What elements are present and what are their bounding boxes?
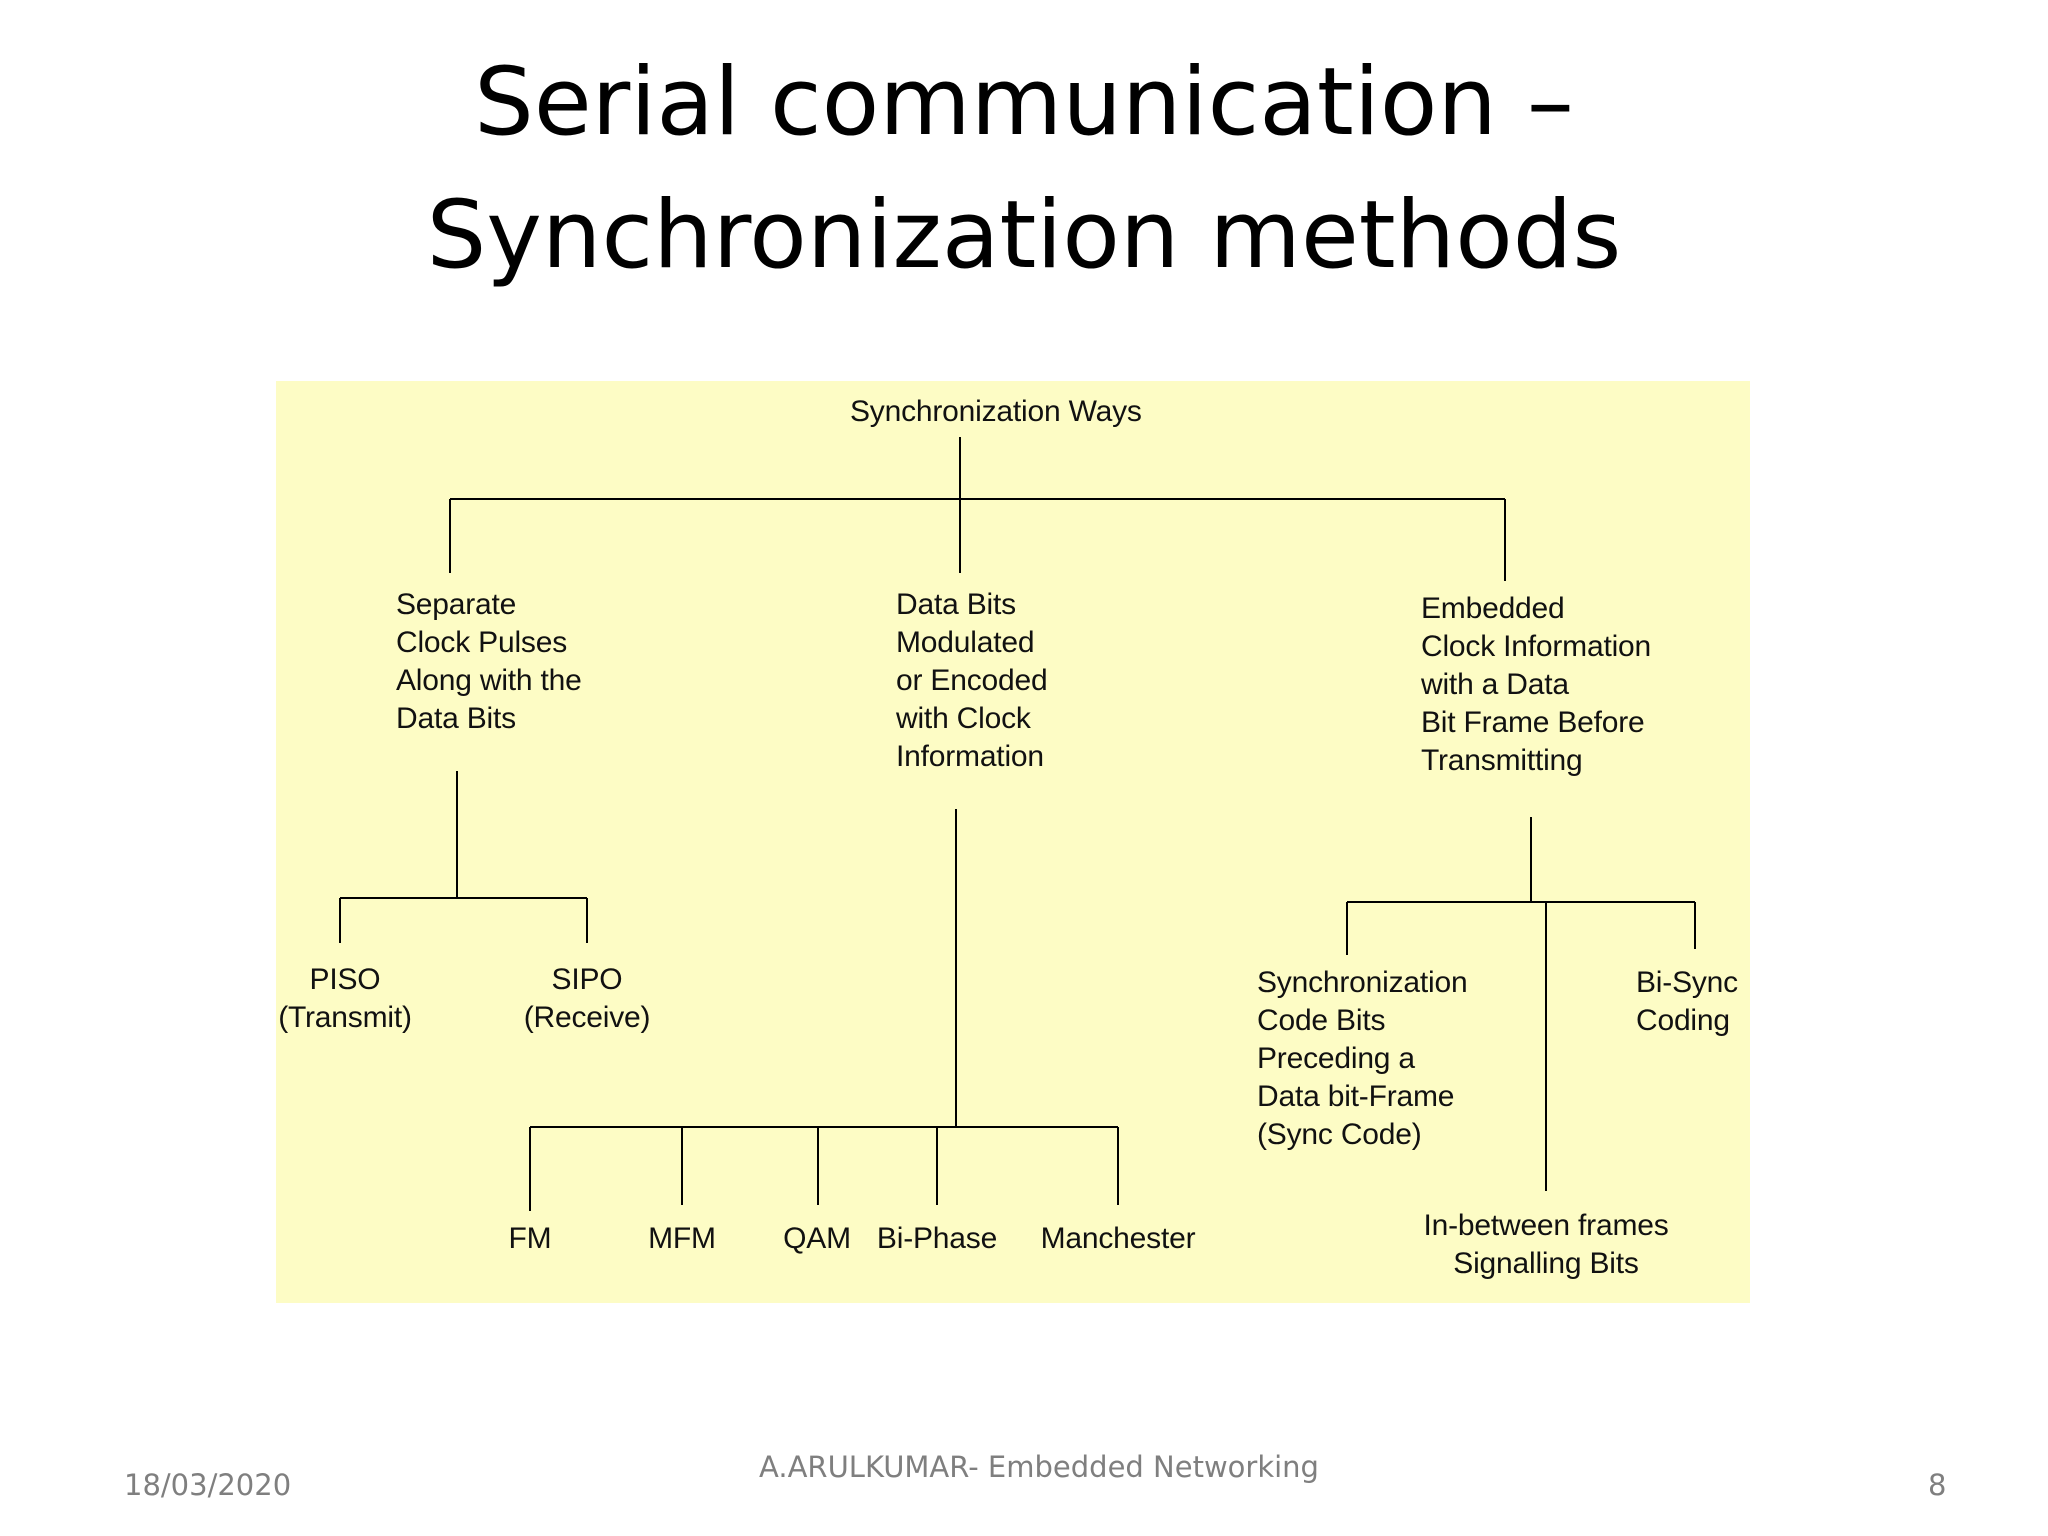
slide-title-line-1: Serial communication – — [474, 48, 1574, 157]
synchronization-tree-diagram: Synchronization Ways Separate Clock Puls… — [276, 381, 1750, 1303]
root-node-label: Synchronization Ways — [850, 395, 1142, 428]
sipo-label: SIPO (Receive) — [523, 963, 651, 1034]
footer-page-number: 8 — [1928, 1468, 1947, 1502]
slide-title: Serial communication – Synchronization m… — [0, 36, 2048, 302]
inbetween-frames-label: In-between frames Signalling Bits — [1423, 1209, 1669, 1280]
piso-label: PISO (Transmit) — [278, 963, 412, 1034]
slide-title-line-2: Synchronization methods — [426, 181, 1622, 290]
branch-modulated-label: Data Bits Modulated or Encoded with Cloc… — [896, 588, 1048, 773]
connector-lines — [339, 437, 1696, 1211]
footer-author: A.ARULKUMAR- Embedded Networking — [759, 1450, 1319, 1484]
sync-code-label: Synchronization Code Bits Preceding a Da… — [1257, 966, 1468, 1151]
qam-label: QAM — [783, 1222, 851, 1255]
footer-date: 18/03/2020 — [124, 1468, 292, 1502]
branch-embedded-clock-label: Embedded Clock Information with a Data B… — [1421, 592, 1652, 777]
biphase-label: Bi-Phase — [876, 1222, 998, 1255]
mfm-label: MFM — [648, 1222, 716, 1255]
branch-separate-clock-label: Separate Clock Pulses Along with the Dat… — [396, 588, 582, 735]
fm-label: FM — [508, 1222, 552, 1255]
bisync-label: Bi-Sync Coding — [1636, 966, 1738, 1037]
manchester-label: Manchester — [1040, 1222, 1196, 1255]
